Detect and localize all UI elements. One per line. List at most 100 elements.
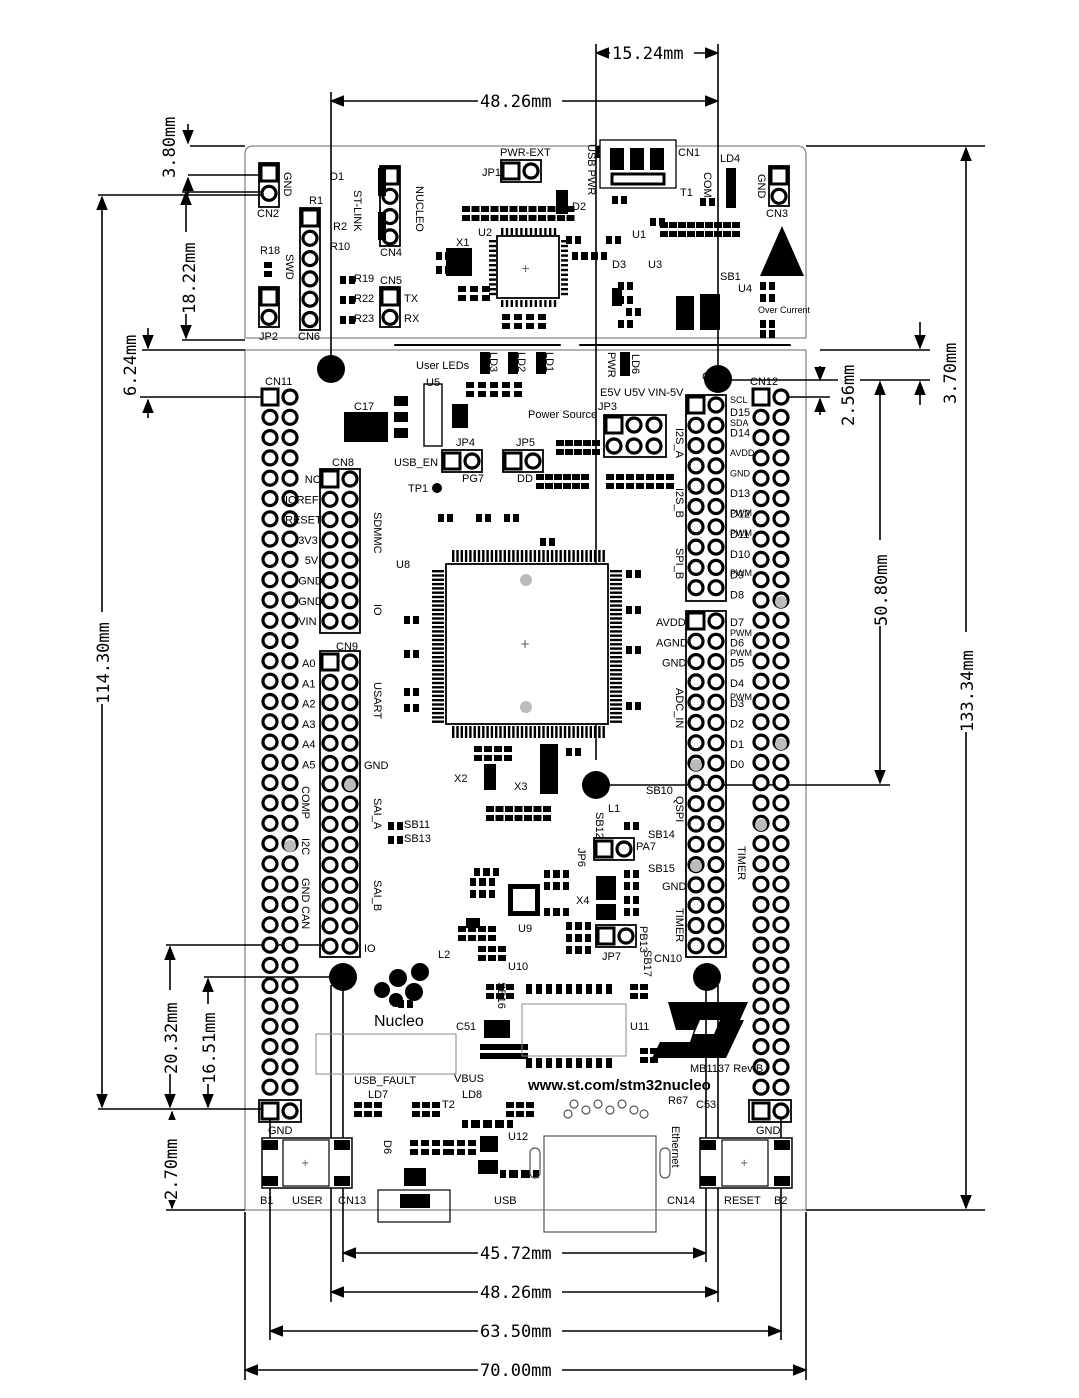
label-reset: RESET bbox=[724, 1195, 761, 1207]
cn7-pin bbox=[707, 497, 725, 516]
morpho-cn11-pin bbox=[261, 1017, 279, 1035]
cn9-pin bbox=[321, 896, 339, 915]
label-ld3: LD3 bbox=[487, 352, 499, 372]
label-r10: R10 bbox=[330, 241, 350, 253]
cn7-pin bbox=[687, 416, 705, 434]
morpho-cn11-pin bbox=[281, 469, 299, 487]
morpho-cn12-pin bbox=[752, 408, 770, 426]
cn10-pin-label: D1 bbox=[730, 739, 744, 751]
cn8-pin-label: NC bbox=[305, 474, 321, 486]
cn7-pin bbox=[707, 477, 725, 495]
label-cn2: CN2 bbox=[257, 208, 279, 220]
cn9-pin bbox=[341, 673, 359, 691]
ethernet-pins bbox=[563, 1099, 649, 1119]
label-l2: L2 bbox=[438, 949, 450, 961]
cn10-pin bbox=[707, 713, 725, 732]
morpho-cn12-pin bbox=[752, 753, 770, 772]
jp5-pin bbox=[503, 451, 523, 471]
label-d2: D2 bbox=[572, 201, 586, 213]
morpho-cn11-pin bbox=[261, 652, 279, 670]
cn10-pin bbox=[707, 632, 725, 650]
cn10-pin bbox=[707, 774, 725, 793]
cn10-pin-label: D0 bbox=[730, 759, 744, 771]
dim-114-30: 114.30mm bbox=[94, 622, 114, 704]
cn8-pin bbox=[321, 531, 339, 549]
cn8-pin bbox=[341, 612, 359, 630]
morpho-cn12-pin bbox=[772, 713, 790, 731]
svg-text:+: + bbox=[301, 1158, 309, 1169]
cn9-pin bbox=[321, 714, 339, 732]
cn9-pin bbox=[341, 714, 359, 732]
cn9-pin bbox=[321, 836, 339, 854]
label-website: www.st.com/stm32nucleo bbox=[527, 1077, 711, 1094]
label-d6: D6 bbox=[381, 1140, 393, 1154]
label-cn4: CN4 bbox=[380, 247, 402, 259]
morpho-cn12-pin bbox=[772, 753, 790, 772]
cn8-group-label: SDMMC bbox=[371, 512, 383, 554]
cn7-pin bbox=[687, 497, 705, 516]
morpho-cn11-pin bbox=[281, 1078, 299, 1096]
label-r2: R2 bbox=[333, 221, 347, 233]
unpopulated-pin bbox=[690, 759, 702, 771]
cn7-group-label: I2S_A bbox=[673, 428, 685, 459]
jp2-outline bbox=[258, 286, 280, 328]
cn7-pin-label: D15 bbox=[730, 407, 750, 419]
cn10-pin bbox=[707, 855, 725, 874]
label-pg7: PG7 bbox=[462, 473, 484, 485]
morpho-cn11-pin bbox=[261, 855, 279, 873]
morpho-cn11-pin bbox=[261, 530, 279, 548]
cn9-pin bbox=[321, 937, 339, 955]
cn9-pin bbox=[321, 795, 339, 813]
ethernet-pin bbox=[569, 1099, 579, 1109]
silk-boxes bbox=[315, 1003, 627, 1075]
cn3-pin bbox=[770, 187, 788, 205]
label-gnd-bottom-right: GND bbox=[756, 1125, 781, 1137]
label-jp6: JP6 bbox=[575, 848, 587, 867]
usb-connector-cn1 bbox=[599, 139, 677, 189]
morpho-cn11-pin bbox=[261, 692, 279, 711]
esd-symbol bbox=[760, 226, 804, 276]
cn2-outline bbox=[258, 162, 280, 208]
jp3-outline bbox=[603, 414, 667, 458]
cn8-pin-label: GND bbox=[298, 596, 323, 608]
morpho-cn12-pin bbox=[772, 388, 790, 406]
unpopulated-pin bbox=[755, 819, 767, 831]
label-x1: X1 bbox=[456, 237, 469, 249]
cn7-pin bbox=[707, 558, 725, 577]
morpho-cn12-pin bbox=[772, 489, 790, 508]
morpho-cn11-pin bbox=[281, 672, 299, 690]
morpho-cn12-pin bbox=[752, 916, 770, 934]
cn6-pin bbox=[301, 229, 319, 247]
cn8-pin bbox=[321, 612, 339, 630]
cn9-pin bbox=[341, 917, 359, 935]
cn7-side-label: SDA bbox=[730, 418, 749, 428]
cn10-pin bbox=[687, 632, 705, 650]
cn7-pin bbox=[707, 416, 725, 434]
cn8-pin-label: RESET bbox=[285, 515, 322, 527]
dim-133-34: 133.34mm bbox=[958, 650, 978, 732]
morpho-cn11-pin bbox=[281, 510, 299, 528]
cn7-pin bbox=[707, 579, 725, 597]
label-cn6: CN6 bbox=[298, 331, 320, 343]
morpho-cn11-pin bbox=[261, 1078, 279, 1096]
cn7-outline bbox=[685, 394, 727, 602]
cn9-pin bbox=[341, 876, 359, 894]
morpho-cn11-pin bbox=[281, 1058, 299, 1076]
cn9-pin bbox=[321, 917, 339, 935]
cn10-left-label: AGND bbox=[656, 637, 688, 649]
dim-6-24: 6.24mm bbox=[121, 335, 141, 396]
label-usb-en: USB_EN bbox=[394, 457, 438, 469]
morpho-cn11-pin bbox=[261, 916, 279, 934]
cn9-pin bbox=[341, 734, 359, 752]
morpho-cn12-pin bbox=[752, 936, 770, 954]
morpho-cn11-pin bbox=[261, 1037, 279, 1056]
morpho-cn12-pin bbox=[772, 855, 790, 873]
morpho-cn11-pin bbox=[281, 713, 299, 731]
morpho-cn12-pin bbox=[772, 895, 790, 914]
label-ld1: LD1 bbox=[543, 352, 555, 372]
dim-2-56: 2.56mm bbox=[839, 365, 859, 426]
cn10-left-label: GND bbox=[662, 658, 687, 670]
user-button-b1: + bbox=[261, 1137, 353, 1189]
cn6-pin bbox=[301, 310, 319, 329]
jp3-pin bbox=[605, 437, 623, 455]
